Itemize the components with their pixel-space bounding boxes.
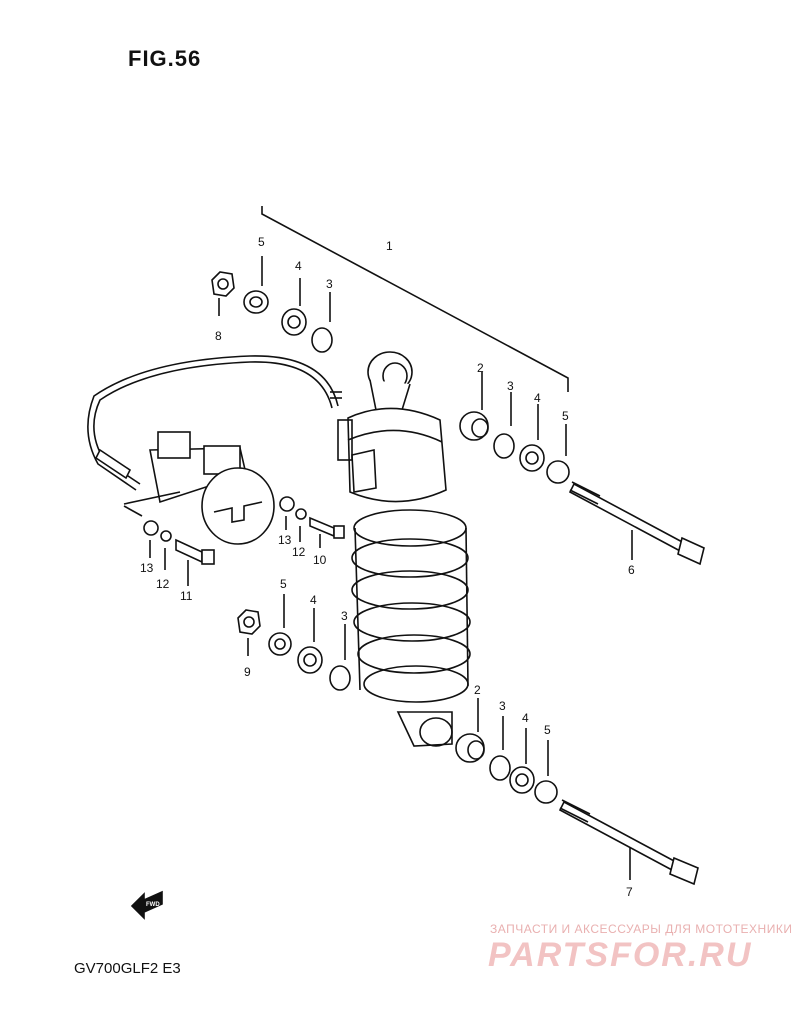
callout-4-lower-right: 4 xyxy=(522,711,529,725)
callout-3-upper-right: 3 xyxy=(507,379,514,393)
watermark-brand-logo: PARTSFOR.RU xyxy=(488,936,753,974)
bolt-11[interactable] xyxy=(175,538,215,586)
model-code: GV700GLF2 E3 xyxy=(74,960,181,977)
callout-10: 10 xyxy=(313,553,327,567)
coil-spring xyxy=(351,509,471,703)
callout-3-lower-left: 3 xyxy=(341,609,348,623)
callout-6: 6 xyxy=(628,563,635,577)
callout-5-lower-left: 5 xyxy=(280,577,287,591)
callout-11: 11 xyxy=(180,589,193,603)
collar-5-upper-left[interactable] xyxy=(243,256,269,314)
bearing-4-lower-right[interactable] xyxy=(509,728,535,794)
callout-5-lower-right: 5 xyxy=(544,723,551,737)
bolt-10[interactable] xyxy=(309,516,345,548)
shock-absorber[interactable] xyxy=(337,351,471,747)
callout-4-lower-left: 4 xyxy=(310,593,317,607)
washer-13-left[interactable] xyxy=(143,520,159,558)
collar-5-upper-right[interactable] xyxy=(546,424,570,484)
circlip-3-upper-right[interactable] xyxy=(493,392,515,459)
callout-4-upper-left: 4 xyxy=(295,259,302,273)
figure-title: FIG.56 xyxy=(128,46,202,71)
callout-5-upper-right: 5 xyxy=(562,409,569,423)
nut-9[interactable] xyxy=(237,609,261,656)
bearing-4-upper-right[interactable] xyxy=(519,404,545,472)
callout-3-upper-left: 3 xyxy=(326,277,333,291)
spacer-2-lower[interactable] xyxy=(455,698,485,763)
bearing-4-lower-left[interactable] xyxy=(297,608,323,674)
callout-7: 7 xyxy=(626,885,633,899)
callout-1: 1 xyxy=(386,239,393,253)
washer-12-right[interactable] xyxy=(295,508,307,542)
watermark-tagline: ЗАПЧАСТИ И АКСЕССУАРЫ ДЛЯ МОТОТЕХНИКИ xyxy=(490,922,793,936)
callout-9: 9 xyxy=(244,665,251,679)
callout-13-left: 13 xyxy=(140,561,154,575)
preload-hose xyxy=(87,355,342,491)
washer-12-left[interactable] xyxy=(160,530,172,570)
collar-5-lower-right[interactable] xyxy=(534,740,558,804)
callout-2-upper: 2 xyxy=(477,361,484,375)
spacer-2-upper[interactable] xyxy=(459,372,489,441)
kit-bracket xyxy=(261,206,569,392)
callout-2-lower: 2 xyxy=(474,683,481,697)
callout-13-right: 13 xyxy=(278,533,292,547)
fwd-label: FWD xyxy=(146,902,160,908)
fwd-arrow-icon: FWD xyxy=(130,890,163,920)
callout-12-right: 12 xyxy=(292,545,306,559)
callout-12-left: 12 xyxy=(156,577,170,591)
circlip-3-lower-right[interactable] xyxy=(489,716,511,781)
nut-8[interactable] xyxy=(211,271,235,316)
bearing-4-upper-left[interactable] xyxy=(281,278,307,336)
collar-5-lower-left[interactable] xyxy=(268,594,292,656)
callout-4-upper-right: 4 xyxy=(534,391,541,405)
washer-13-right[interactable] xyxy=(279,496,295,530)
callout-5-upper-left: 5 xyxy=(258,235,265,249)
callout-3-lower-right: 3 xyxy=(499,699,506,713)
circlip-3-lower-left[interactable] xyxy=(329,624,351,691)
preload-adjuster[interactable] xyxy=(123,431,275,545)
callout-8: 8 xyxy=(215,329,222,343)
bolt-7[interactable] xyxy=(558,799,699,886)
circlip-3-upper-left[interactable] xyxy=(311,292,333,353)
bolt-6[interactable] xyxy=(568,481,705,566)
